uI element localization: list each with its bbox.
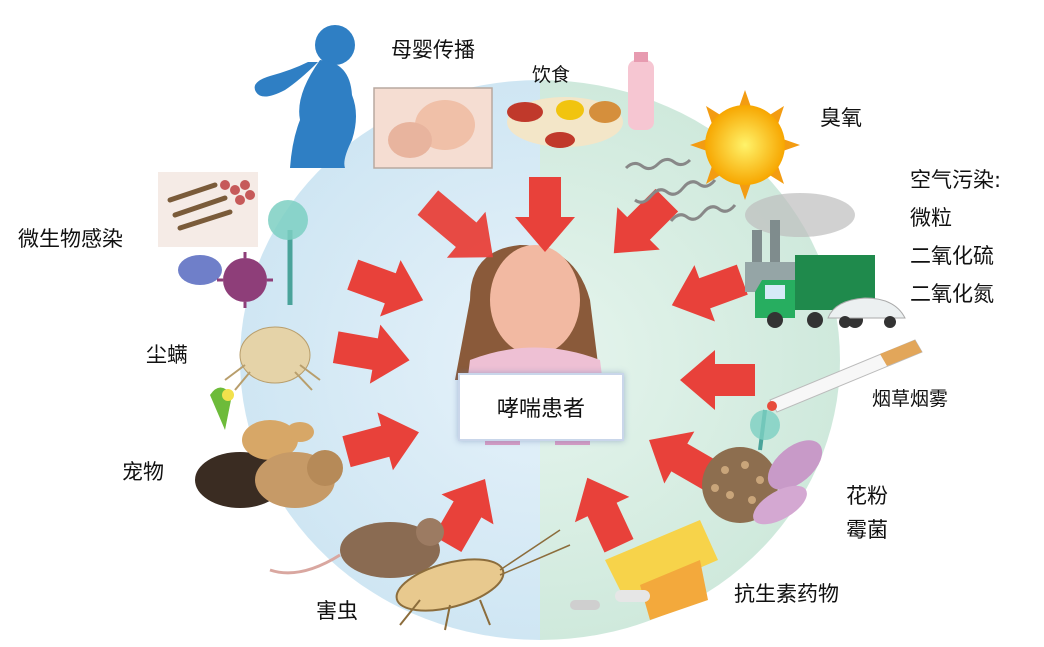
label-air-pollution: 空气污染: 微粒 二氧化硫 二氧化氮: [910, 170, 1001, 305]
pill-bottle-icon: [570, 520, 718, 620]
label-pollen: 花粉: [846, 484, 888, 508]
factory-truck-icon: [745, 193, 906, 328]
label-ozone: 臭氧: [820, 106, 862, 130]
breastfeeding-icon: [373, 87, 493, 169]
dust-mite-icon: [224, 326, 321, 391]
sun-icon: [690, 90, 800, 200]
cockroach-mouse-icon: [269, 518, 571, 631]
label-mother-infant: 母婴传播: [391, 38, 475, 62]
center-label-box: 哮喘患者: [458, 373, 624, 441]
microbe-icon: [158, 172, 308, 308]
center-label: 哮喘患者: [496, 397, 585, 422]
food-icon: [507, 52, 654, 148]
label-tobacco: 烟草烟雾: [872, 388, 949, 410]
label-dust-mites: 尘螨: [146, 343, 188, 367]
label-microbial: 微生物感染: [18, 227, 123, 251]
air-pollution-title: 空气污染:: [910, 168, 1002, 192]
label-diet: 饮食: [532, 64, 571, 86]
air-pollution-item: 二氧化氮: [910, 282, 994, 306]
air-pollution-item: 二氧化硫: [910, 244, 994, 268]
pollen-mold-icon: [702, 409, 823, 525]
air-pollution-item: 微粒: [910, 206, 952, 230]
arrows: [332, 177, 755, 553]
pregnant-silhouette-icon: [254, 25, 356, 168]
label-pests: 害虫: [316, 599, 358, 623]
dog-cat-bird-icon: [195, 387, 343, 508]
label-antibiotics: 抗生素药物: [734, 582, 839, 606]
cigarette-icon: [767, 339, 923, 413]
label-pets: 宠物: [122, 460, 164, 484]
label-mold: 霉菌: [846, 518, 888, 542]
uv-wave-icon: [624, 157, 737, 222]
